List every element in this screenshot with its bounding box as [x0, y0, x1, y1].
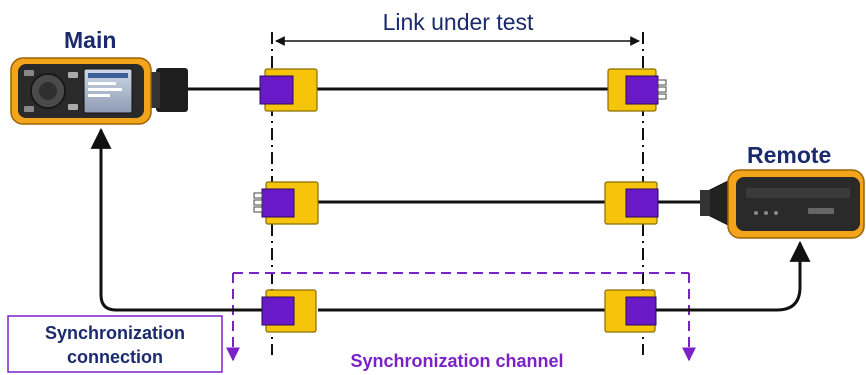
row-sync-link [261, 289, 657, 333]
link-under-test-label: Link under test [383, 9, 534, 35]
sync-channel-bracket [226, 272, 696, 362]
sync-channel-label: Synchronization channel [350, 351, 563, 371]
connector [261, 289, 317, 333]
row-remote-link [253, 181, 706, 225]
connector [604, 289, 657, 333]
sync-connection-label-line2: connection [67, 347, 163, 367]
connector [259, 68, 318, 112]
sync-connection-label-line1: Synchronization [45, 323, 185, 343]
main-label: Main [64, 27, 116, 53]
connector [607, 68, 667, 112]
connector [604, 181, 659, 225]
main-tester-icon [10, 57, 188, 125]
sync-to-remote-arrow [656, 240, 811, 312]
sync-connection-callout: Synchronization connection [7, 315, 223, 373]
connector [253, 181, 319, 225]
remote-label: Remote [747, 142, 831, 168]
row-main-link [184, 68, 667, 112]
sync-return-arrow [90, 127, 262, 312]
remote-unit-icon [700, 169, 865, 239]
